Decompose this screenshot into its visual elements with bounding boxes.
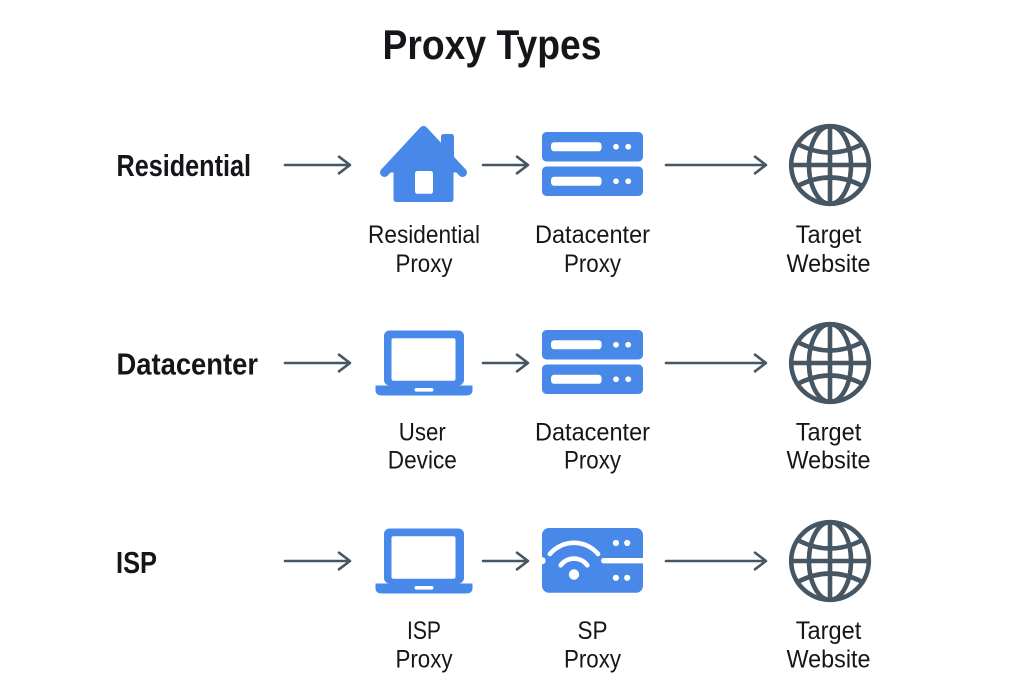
svg-text:Proxy: Proxy [396,646,453,674]
svg-text:ISP: ISP [116,546,157,580]
svg-text:SP: SP [578,617,608,645]
svg-text:Device: Device [388,447,457,475]
svg-text:Target: Target [796,617,862,645]
svg-text:Proxy Types: Proxy Types [383,21,602,68]
svg-text:Target: Target [796,221,862,249]
svg-text:Target: Target [796,419,862,447]
svg-text:ISP: ISP [407,617,441,645]
svg-text:Website: Website [787,447,871,475]
svg-text:Website: Website [787,250,871,278]
svg-text:Proxy: Proxy [564,447,621,475]
svg-text:Residential: Residential [368,221,480,249]
svg-text:Residential: Residential [117,149,252,183]
svg-text:Datacenter: Datacenter [117,347,259,381]
svg-text:Website: Website [787,646,871,674]
svg-text:Proxy: Proxy [396,250,453,278]
svg-text:Datacenter: Datacenter [535,419,650,447]
svg-text:Proxy: Proxy [564,250,621,278]
svg-text:Datacenter: Datacenter [535,221,650,249]
svg-text:Proxy: Proxy [564,646,621,674]
svg-text:User: User [399,419,446,447]
